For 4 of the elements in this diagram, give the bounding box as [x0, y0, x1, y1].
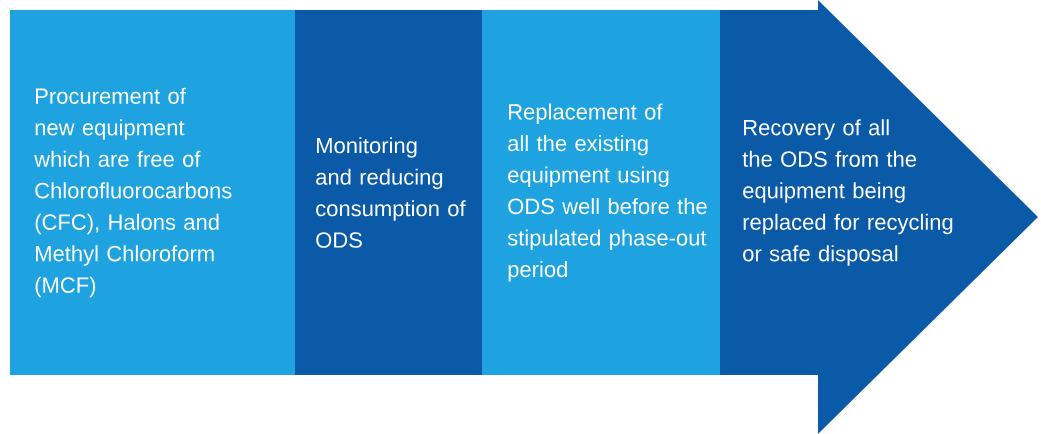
- band: Replacement of all the existing equipment using ODS well before the stipulated phase-out period: [482, 10, 720, 375]
- band: Procurement of new equipment which are free of Chlorofluorocarbons (CFC), Halons and Methyl Chloroform (MCF): [10, 10, 295, 375]
- band: Monitoring and reducing consumption of ODS: [295, 10, 482, 375]
- band: Recovery of all the ODS from the equipment being replaced for recycling or safe disposal: [720, 0, 1038, 434]
